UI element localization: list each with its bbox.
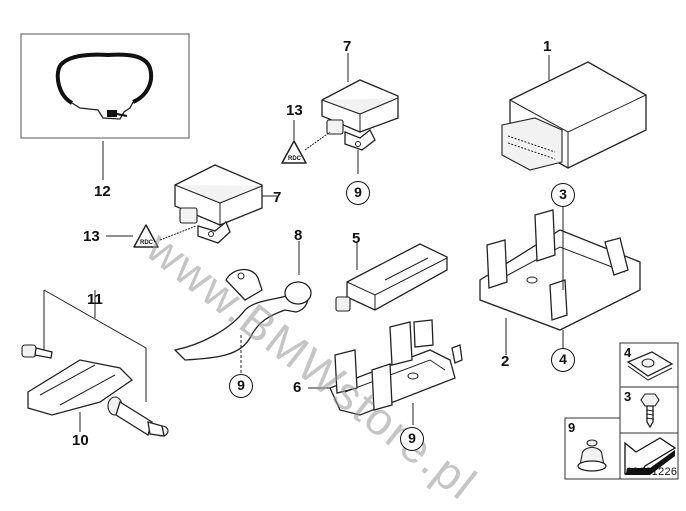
callout-3-circled: 3 <box>551 183 575 207</box>
callout-8: 8 <box>294 227 303 244</box>
callout-9-circled: 9 <box>346 181 370 205</box>
document-number: 00181226 <box>626 466 678 478</box>
hex-nut-icon <box>577 439 607 472</box>
legend-label-4: 4 <box>624 345 632 360</box>
warning-label-lower: RDC <box>106 224 159 248</box>
screw-icon <box>640 393 660 429</box>
svg-text:RDC: RDC <box>140 240 154 246</box>
callout-13-upper: 13 <box>286 102 303 119</box>
legend-label-3: 3 <box>624 389 632 404</box>
callout-10: 10 <box>72 432 89 449</box>
control-unit-bracket <box>479 202 641 355</box>
trigger-transmitter-lower <box>159 164 277 244</box>
callout-11: 11 <box>87 291 103 308</box>
callout-7-upper: 7 <box>343 38 352 55</box>
control-unit <box>501 55 647 171</box>
callout-7-lower: 7 <box>273 189 282 206</box>
callout-5: 5 <box>352 230 361 247</box>
direction-arrow-icon <box>624 437 677 475</box>
callout-9-circled: 9 <box>400 427 424 451</box>
parts-diagram: RDC RDC <box>20 33 679 510</box>
callout-12: 12 <box>94 183 111 200</box>
legend-label-9: 9 <box>568 420 576 435</box>
fastener-legend <box>564 342 679 480</box>
diagram-drawing: RDC RDC <box>20 33 679 480</box>
antenna-module <box>335 243 448 312</box>
wheel-sensor-kit <box>21 289 169 437</box>
trigger-transmitter-upper <box>304 53 399 174</box>
svg-text:RDC: RDC <box>288 156 302 162</box>
antenna-bracket <box>308 319 463 425</box>
callout-6: 6 <box>293 379 302 396</box>
tire-cross-section <box>20 33 190 180</box>
callout-13-lower: 13 <box>83 228 100 245</box>
callout-9-circled: 9 <box>229 374 253 398</box>
warning-label-upper: RDC <box>281 120 307 164</box>
callout-4-circled: 4 <box>551 348 575 372</box>
callout-1: 1 <box>543 38 552 55</box>
clip-nut-icon <box>626 351 674 381</box>
callout-2: 2 <box>501 353 510 370</box>
transmitter-holder-arm <box>173 241 312 375</box>
